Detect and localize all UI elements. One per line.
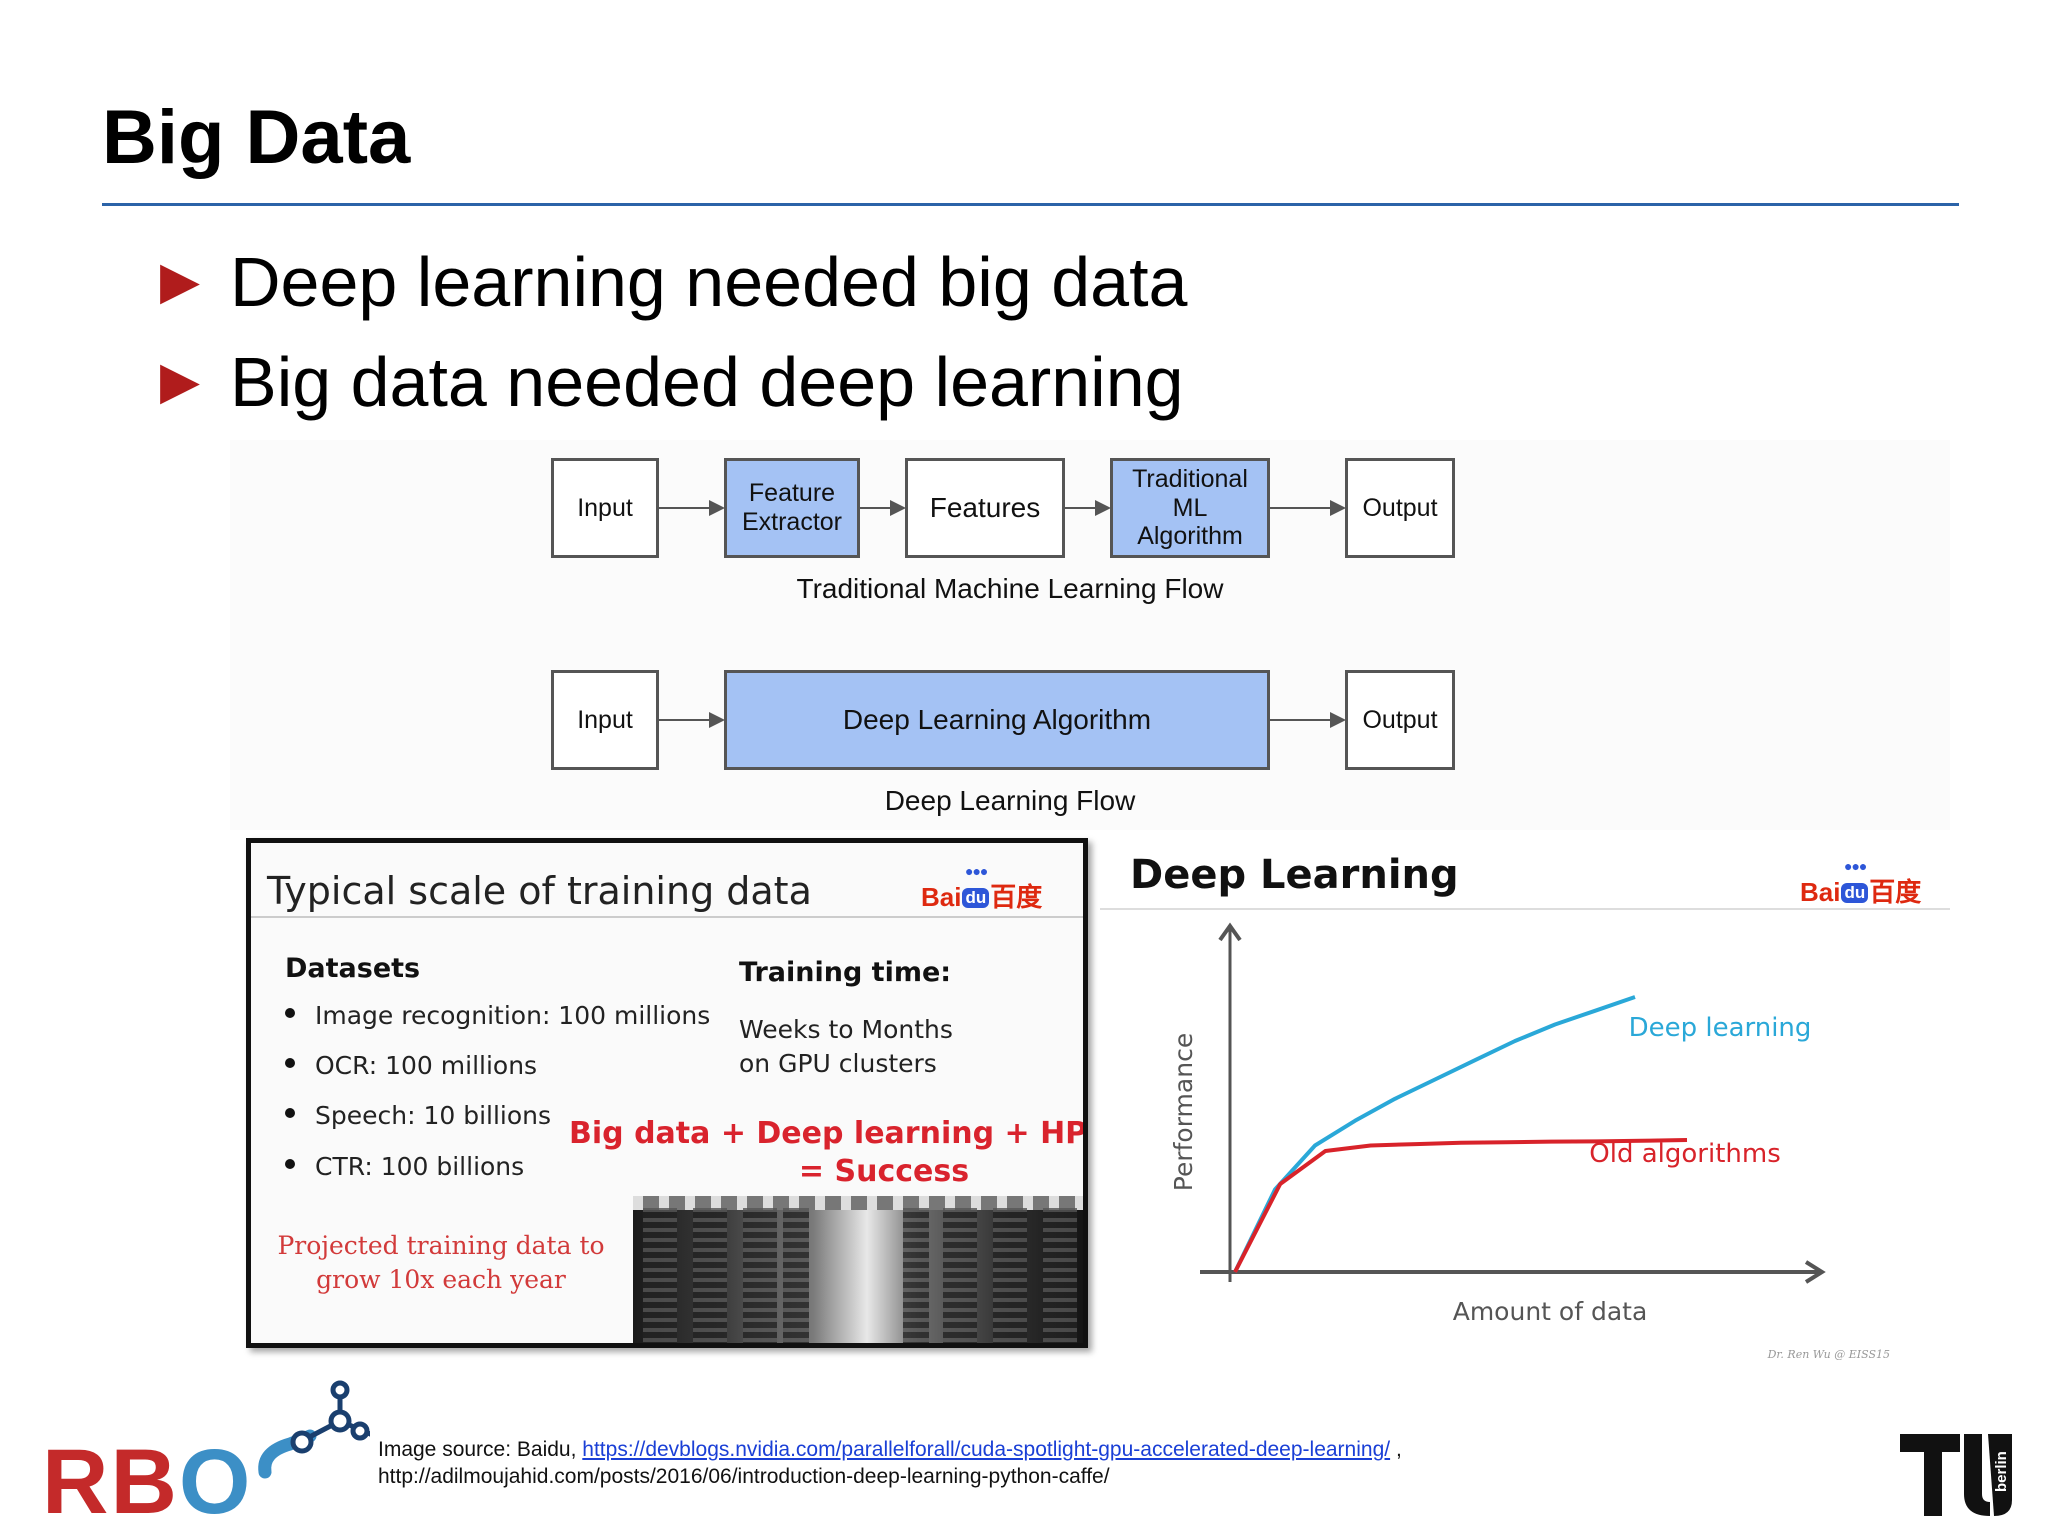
projection-note: Projected training data to grow 10x each…: [277, 1231, 605, 1294]
performance-chart: Amount of data Performance Deep learningOl…: [1169, 922, 1890, 1360]
flow-box-traditional-ml: Traditional ML Algorithm: [1110, 458, 1270, 558]
flow-arrow-icon: [659, 500, 725, 516]
baidu-paw-icon: ●●●: [965, 863, 988, 879]
x-axis-arrow-icon: [1804, 1260, 1826, 1284]
bullet-item: ▶Big data needed deep learning: [160, 347, 1184, 417]
flow-diagram: Input Feature Extractor Features Traditi…: [230, 440, 1950, 830]
title-divider: [102, 203, 1959, 206]
flow-box-deep-learning: Deep Learning Algorithm: [724, 670, 1270, 770]
image-source-note: Image source: Baidu, https://devblogs.nv…: [378, 1436, 1402, 1491]
chart-credit: Dr. Ren Wu @ EISS15: [1767, 1348, 1890, 1360]
x-axis-label: Amount of data: [1453, 1297, 1648, 1326]
flow-arrow-icon: [1065, 500, 1111, 516]
rbo-logo: RBO: [40, 1376, 370, 1533]
panel-divider: [251, 916, 1083, 918]
bullet-dot-icon: [285, 1008, 295, 1018]
success-callout: Big data + Deep learning + HPC = Success: [569, 1116, 1088, 1189]
bullet-dot-icon: [285, 1058, 295, 1068]
bullet-text: Deep learning needed big data: [230, 243, 1188, 321]
robot-arm-icon: [258, 1380, 370, 1479]
training-time-text: Weeks to Months on GPU clusters: [739, 1015, 953, 1078]
slide-title: Big Data: [102, 95, 411, 180]
flow-arrow-icon: [1270, 712, 1346, 728]
flow-box-output: Output: [1345, 670, 1455, 770]
y-axis-arrow-icon: [1218, 922, 1242, 942]
flow-arrow-icon: [860, 500, 906, 516]
server-room-photo: [633, 1196, 1083, 1343]
flow-box-input: Input: [551, 670, 659, 770]
list-item: CTR: 100 billions: [285, 1152, 524, 1181]
bullet-dot-icon: [285, 1159, 295, 1169]
baidu-paw-icon: ●●●: [1844, 858, 1867, 874]
bullet-dot-icon: [285, 1108, 295, 1118]
bullet-text: Big data needed deep learning: [230, 343, 1184, 421]
flow-box-input: Input: [551, 458, 659, 558]
datasets-heading: Datasets: [285, 953, 421, 984]
list-item: Speech: 10 billions: [285, 1101, 551, 1130]
training-time-heading: Training time:: [739, 957, 952, 988]
series-line-old-algorithms: [1233, 1138, 1688, 1273]
flow-box-features: Features: [905, 458, 1065, 558]
series-label-deep-learning: Deep learning: [1629, 1013, 1812, 1043]
panel-title: Typical scale of training data: [267, 869, 812, 913]
panel-divider: [1100, 908, 1950, 910]
source-url-text: http://adilmoujahid.com/posts/2016/06/in…: [378, 1465, 1110, 1489]
flow-box-feature-extractor: Feature Extractor: [724, 458, 860, 558]
list-item: OCR: 100 millions: [285, 1051, 537, 1080]
flow-box-output: Output: [1345, 458, 1455, 558]
flow-caption: Deep Learning Flow: [884, 785, 1136, 816]
series-label-old-algorithms: Old algorithms: [1589, 1139, 1780, 1169]
tu-berlin-text: berlin: [1993, 1451, 2010, 1492]
source-link[interactable]: https://devblogs.nvidia.com/parallelfora…: [582, 1438, 1391, 1461]
series-line-deep-learning: [1233, 995, 1636, 1273]
bullet-item: ▶Deep learning needed big data: [160, 247, 1187, 317]
flow-arrow-icon: [659, 712, 725, 728]
flow-arrow-icon: [1270, 500, 1346, 516]
bullet-triangle-icon: ▶: [160, 252, 200, 310]
tu-berlin-logo: berlin: [1900, 1434, 2012, 1516]
list-item: Image recognition: 100 millions: [285, 1001, 710, 1030]
bullet-triangle-icon: ▶: [160, 352, 200, 410]
panel-title: Deep Learning: [1130, 852, 1459, 898]
flow-caption: Traditional Machine Learning Flow: [796, 573, 1224, 604]
y-axis-label: Performance: [1169, 1033, 1198, 1191]
